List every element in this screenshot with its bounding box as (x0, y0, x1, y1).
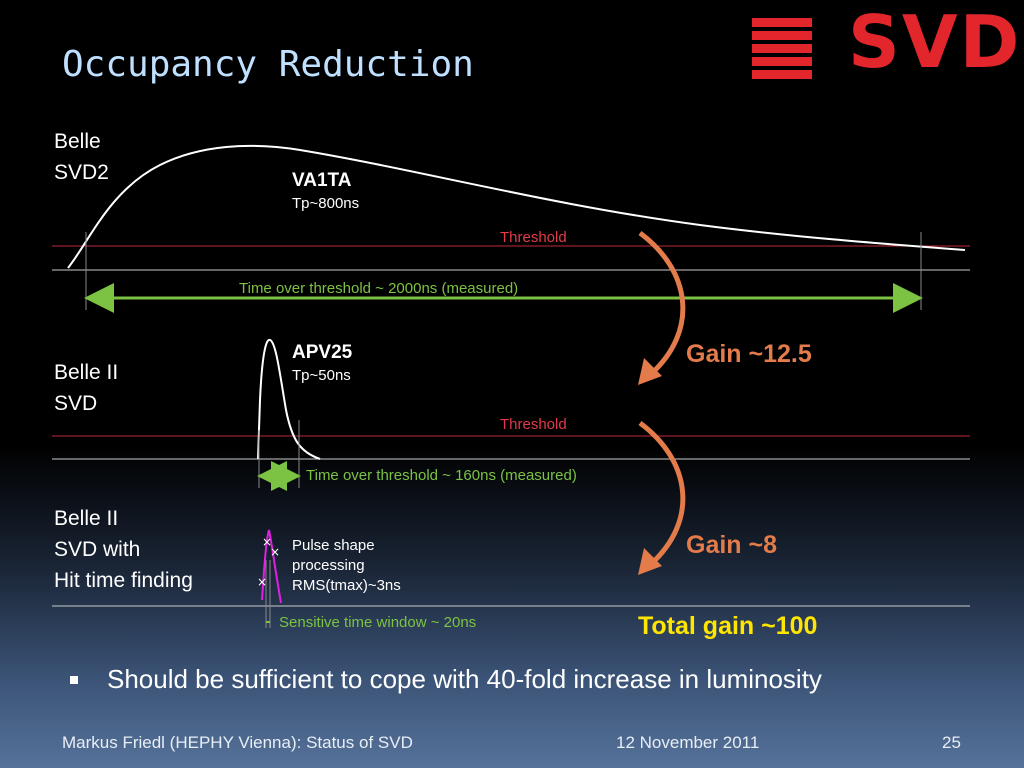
bullet-text: Should be sufficient to cope with 40-fol… (107, 664, 822, 694)
chip-name-apv25: APV25 (292, 342, 353, 363)
footer-page-number: 25 (942, 733, 961, 752)
row3-window-label: Sensitive time window ~ 20ns (279, 614, 477, 631)
row2-label: Belle II SVD (54, 361, 119, 415)
row3-label: Belle II SVD with Hit time finding (54, 507, 193, 592)
gain1-label: Gain ~12.5 (686, 340, 812, 368)
total-gain-label: Total gain ~100 (638, 612, 818, 640)
pulse-shape-processing-text: Pulse shape processing RMS(tmax)~3ns (292, 537, 401, 594)
chip-tp-va1ta: Tp~800ns (292, 195, 360, 212)
chip-name-va1ta: VA1TA (292, 170, 352, 191)
bullet-square-icon (70, 676, 78, 684)
footer-date: 12 November 2011 (616, 733, 760, 752)
gain2-arrow (638, 420, 686, 567)
row1-label: Belle SVD2 (54, 130, 109, 184)
sample-mark: × (257, 575, 267, 589)
row2-tot-label: Time over threshold ~ 160ns (measured) (306, 467, 577, 484)
row3-pulse-magenta (261, 529, 282, 604)
footer-author: Markus Friedl (HEPHY Vienna): Status of … (62, 733, 413, 752)
slide-title: Occupancy Reduction (62, 44, 474, 85)
sample-mark: × (270, 545, 280, 559)
svd-logo-text: SVD (848, 0, 1022, 84)
chip-tp-apv25: Tp~50ns (292, 367, 351, 384)
row1-pulse-curve (67, 144, 966, 269)
sample-mark: × (262, 535, 272, 549)
gain2-label: Gain ~8 (686, 531, 778, 559)
svd-logo-bars-icon (752, 18, 812, 80)
gain1-arrow (638, 230, 686, 377)
row1-tot-label: Time over threshold ~ 2000ns (measured) (239, 280, 519, 297)
row2-pulse-curve (257, 338, 321, 460)
row2-threshold-label: Threshold (500, 416, 567, 433)
row1-threshold-label: Threshold (500, 229, 567, 246)
